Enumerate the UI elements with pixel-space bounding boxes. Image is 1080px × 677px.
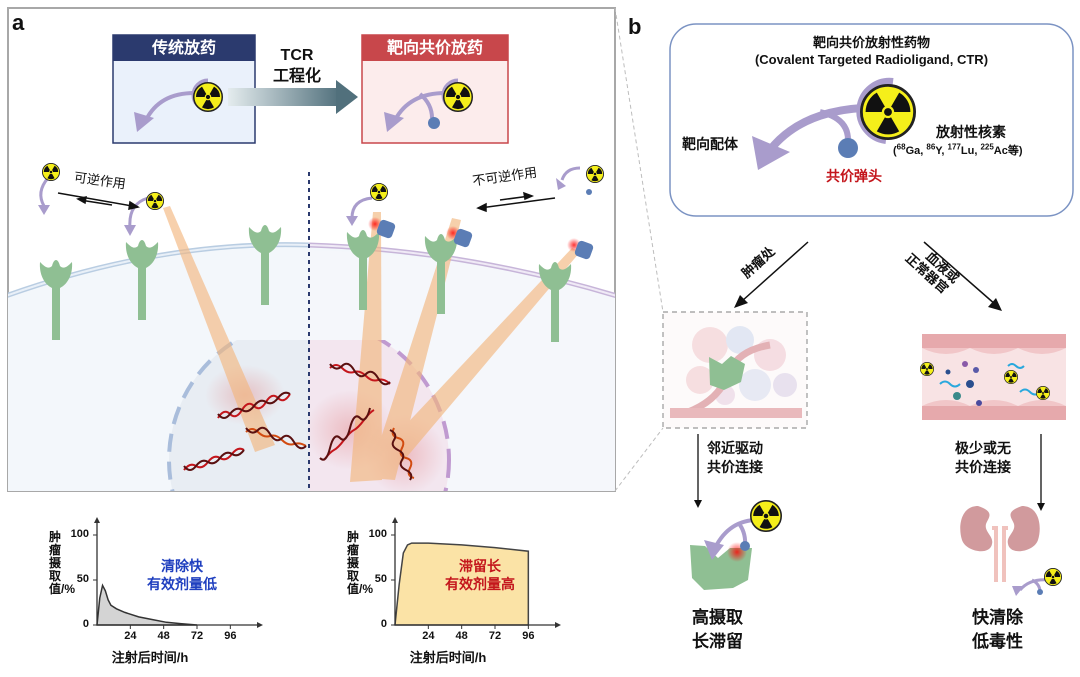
x-axis-label: 注射后时间/h — [409, 650, 487, 665]
ctr-title-en: (Covalent Targeted Radioligand, CTR) — [754, 52, 989, 67]
tcr-label-line1: TCR — [280, 47, 314, 64]
panel-a — [7, 7, 616, 492]
tumor-step-line1: 邻近驱动 — [707, 441, 763, 457]
blood-outcome-label: 快清除 低毒性 — [972, 606, 1023, 654]
x-tick-label: 24 — [124, 630, 137, 642]
radionuclide-icon — [443, 82, 473, 112]
nuclide-label: 放射性核素 — [936, 125, 1006, 141]
y-tick-label: 0 — [82, 618, 89, 630]
radionuclide-icon — [193, 82, 223, 112]
radionuclide-icon — [860, 84, 916, 140]
blood-step-line1: 极少或无 — [955, 441, 1011, 457]
tumor-outcome-label: 高摄取 长滞留 — [692, 606, 743, 654]
ctr-title-cn: 靶向共价放射性药物 — [812, 36, 930, 51]
covalent-box-title: 靶向共价放药 — [386, 38, 483, 57]
radionuclide-icon — [146, 192, 164, 210]
ligand-label: 靶向配体 — [682, 137, 738, 153]
radionuclide-icon — [1044, 568, 1062, 586]
y-tick-label: 0 — [380, 618, 387, 630]
uptake-area — [96, 583, 198, 626]
receptor-icon — [709, 356, 745, 390]
y-axis-arrow — [392, 517, 398, 523]
blood-step-label: 极少或无 共价连接 — [955, 440, 1011, 478]
kidney-icon — [960, 506, 1040, 582]
blood-vessel — [920, 334, 1066, 420]
nuclide-element: Ac等) — [993, 145, 1023, 157]
tcr-arrow — [228, 88, 340, 106]
nuclide-element: Y, — [935, 145, 948, 157]
panel-b — [662, 23, 1074, 596]
y-tick-label: 50 — [76, 573, 89, 585]
radionuclide-icon — [750, 500, 782, 532]
x-tick-label: 72 — [190, 630, 204, 642]
uptake-area — [394, 542, 530, 626]
covalent-box — [361, 34, 509, 144]
chart-conventional-uptake — [93, 517, 263, 629]
chart-annotation-line1: 滞留长 — [459, 558, 501, 574]
x-tick-label: 48 — [455, 630, 468, 642]
bound-warheads — [368, 217, 594, 260]
y-tick-label: 50 — [374, 573, 387, 585]
tumor-step-label: 邻近驱动 共价连接 — [707, 440, 763, 478]
warhead-icon — [838, 138, 858, 158]
x-tick-label: 24 — [422, 630, 435, 642]
nuclide-examples: (68Ga, 86Y, 177Lu, 225Ac等) — [893, 142, 1023, 157]
blood-step-line2: 共价连接 — [955, 460, 1011, 476]
reversible-arrows — [57, 192, 140, 210]
chart-covalent-uptake — [391, 517, 561, 629]
y-tick-label: 100 — [70, 528, 89, 540]
tcr-label-line2: 工程化 — [272, 66, 321, 85]
radionuclide-icon — [42, 163, 60, 181]
x-tick-label: 96 — [224, 630, 237, 642]
ligand-arc — [144, 90, 198, 121]
radionuclide-icon — [370, 183, 388, 201]
blood-outcome-line2: 低毒性 — [972, 632, 1023, 652]
nuclide-element: Ga, — [905, 145, 927, 157]
x-axis-arrow — [257, 622, 263, 628]
nuclide-mass-number: 68 — [896, 142, 906, 152]
chart-annotation-line1: 清除快 — [161, 558, 203, 574]
blood-outcome-line1: 快清除 — [972, 608, 1023, 628]
zoom-connector — [614, 7, 664, 492]
radionuclide-icon — [586, 165, 604, 183]
warhead-label: 共价弹头 — [826, 169, 882, 185]
x-axis-arrow — [555, 622, 561, 628]
tcr-label: TCR 工程化 — [262, 46, 332, 86]
tumor-step-line2: 共价连接 — [707, 460, 763, 476]
chart-annotation-line2: 有效剂量高 — [445, 576, 515, 592]
chart-annotation-line2: 有效剂量低 — [147, 576, 217, 592]
dna-strands — [183, 362, 415, 481]
irreversible-arrows — [476, 191, 556, 213]
y-axis-label: 肿瘤摄取值/% — [347, 530, 374, 596]
y-axis-arrow — [94, 517, 100, 523]
nuclide-mass-number: 177 — [947, 142, 961, 152]
x-axis-label: 注射后时间/h — [111, 650, 189, 665]
panel-a-letter: a — [12, 10, 25, 35]
x-tick-label: 72 — [488, 630, 502, 642]
warhead-icon — [428, 117, 440, 129]
tumor-outcome-line2: 长滞留 — [692, 632, 743, 652]
x-tick-label: 96 — [522, 630, 535, 642]
nuclide-element: Lu, — [960, 145, 981, 157]
nuclide-mass-number: 225 — [980, 142, 994, 152]
x-tick-label: 48 — [157, 630, 170, 642]
y-tick-label: 100 — [368, 528, 387, 540]
panel-b-letter: b — [628, 14, 642, 39]
y-axis-label: 肿瘤摄取值/% — [49, 530, 76, 596]
conventional-box-title: 传统放药 — [151, 38, 216, 57]
tumor-outcome-line1: 高摄取 — [692, 608, 743, 628]
nuclide-mass-number: 86 — [926, 142, 936, 152]
